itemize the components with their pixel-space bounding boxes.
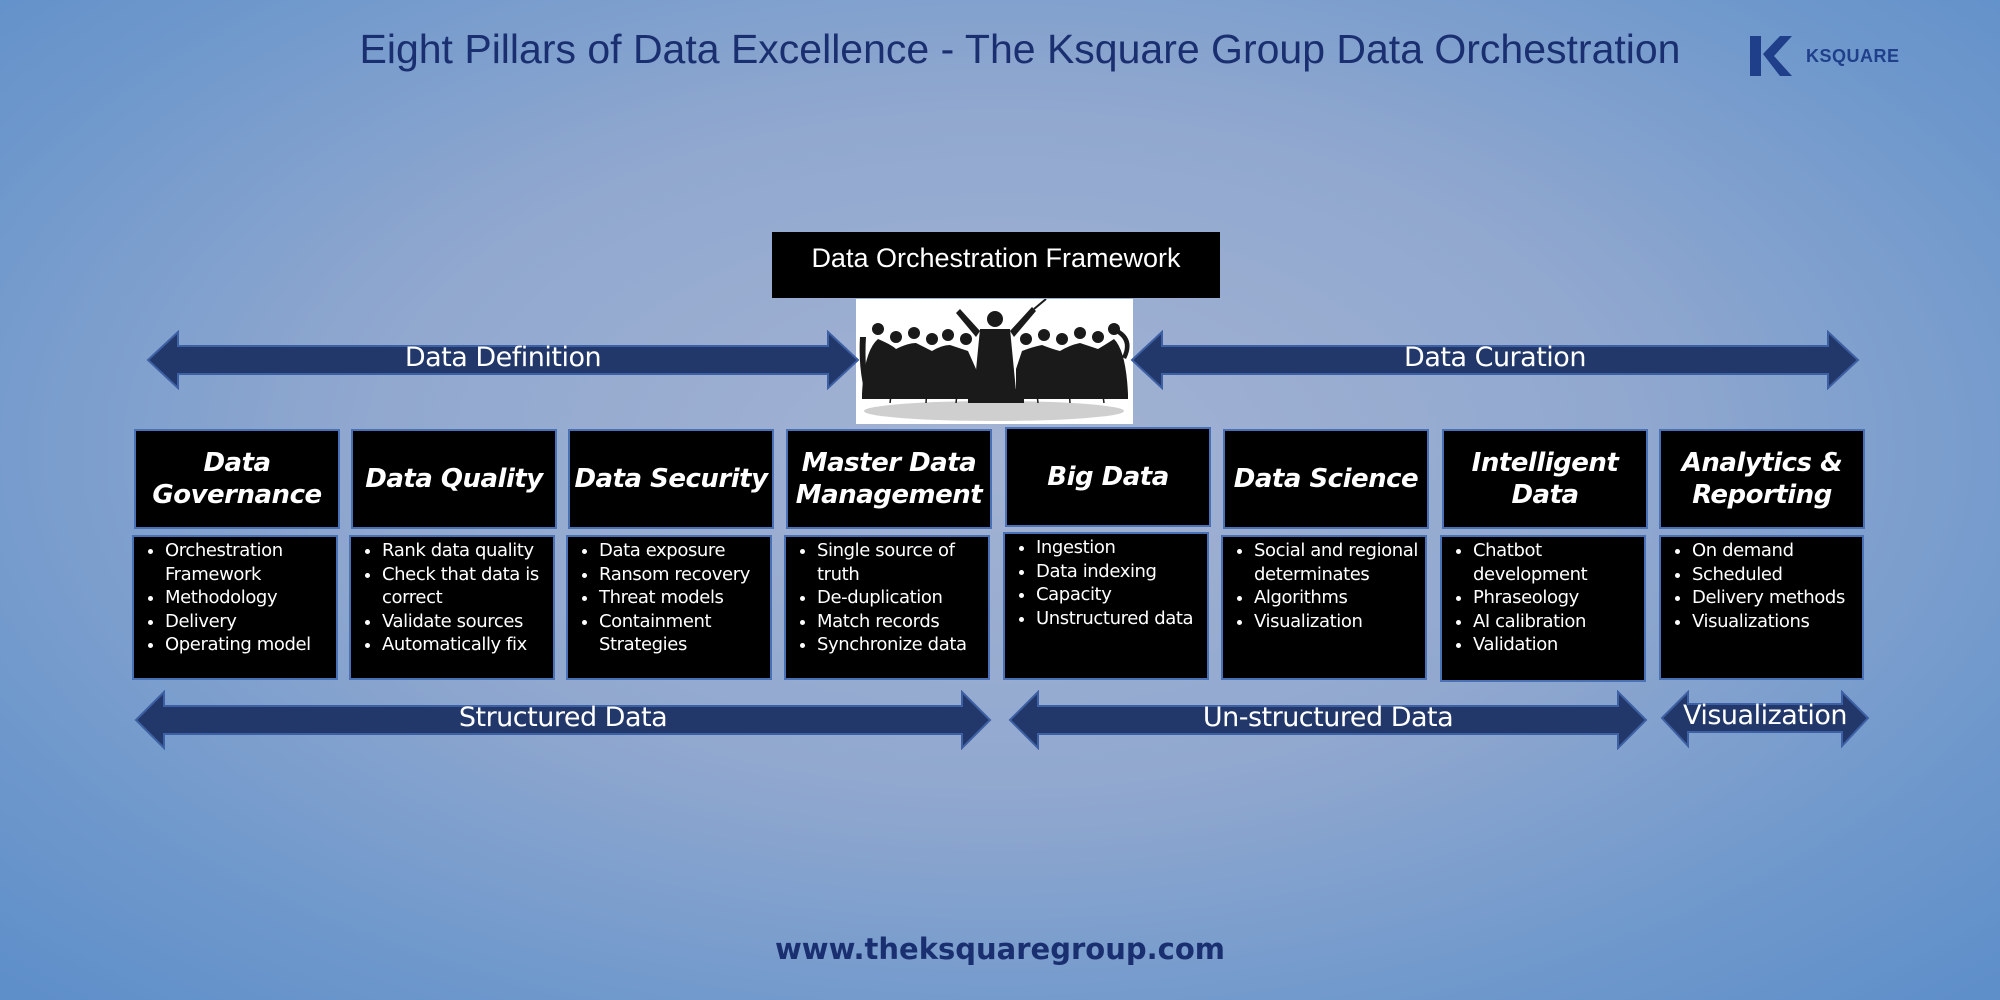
logo-text: KSQUARE (1806, 46, 1900, 66)
pillar-list-data-science: Social and regional determinates Algorit… (1221, 535, 1427, 680)
list-item: Capacity (1036, 583, 1205, 607)
list-item: Orchestration Framework (165, 539, 334, 586)
list-item: Data exposure (599, 539, 768, 563)
list-item: Chatbot development (1473, 539, 1642, 586)
page-title: Eight Pillars of Data Excellence - The K… (359, 26, 1681, 72)
list-item: Operating model (165, 633, 334, 657)
list-item: On demand (1692, 539, 1860, 563)
list-item: Data indexing (1036, 560, 1205, 584)
orchestra-image (856, 298, 1133, 424)
list-item: Unstructured data (1036, 607, 1205, 631)
list-item: Check that data is correct (382, 563, 551, 610)
ksquare-logo[interactable]: KSQUARE (1748, 34, 1988, 78)
pillar-list-big-data: Ingestion Data indexing Capacity Unstruc… (1003, 532, 1209, 680)
list-item: Ingestion (1036, 536, 1205, 560)
data-definition-arrow: Data Definition (146, 330, 860, 390)
list-item: Validation (1473, 633, 1642, 657)
list-item: Automatically fix (382, 633, 551, 657)
arrow-label: Data Curation (1404, 342, 1586, 373)
k-logo-icon (1750, 36, 1792, 76)
list-item: Delivery (165, 610, 334, 634)
list-item: Visualization (1254, 610, 1423, 634)
pillar-title-data-quality: Data Quality (351, 429, 557, 529)
list-item: Validate sources (382, 610, 551, 634)
list-item: De-duplication (817, 586, 986, 610)
pillar-list-data-quality: Rank data quality Check that data is cor… (349, 535, 555, 680)
list-item: Methodology (165, 586, 334, 610)
structured-data-arrow: Structured Data (134, 690, 992, 750)
list-item: Single source of truth (817, 539, 986, 586)
list-item: Delivery methods (1692, 586, 1860, 610)
unstructured-data-arrow: Un-structured Data (1008, 690, 1648, 750)
pillar-list-data-security: Data exposure Ransom recovery Threat mod… (566, 535, 772, 680)
list-item: Ransom recovery (599, 563, 768, 587)
list-item: Match records (817, 610, 986, 634)
arrow-label: Visualization (1682, 700, 1848, 731)
list-item: Containment Strategies (599, 610, 768, 657)
list-item: Social and regional determinates (1254, 539, 1423, 586)
pillar-title-analytics-reporting: Analytics &Reporting (1659, 429, 1865, 529)
list-item: Scheduled (1692, 563, 1860, 587)
arrow-label: Structured Data (458, 702, 668, 733)
pillar-list-data-governance: Orchestration Framework Methodology Deli… (132, 535, 338, 680)
list-item: Phraseology (1473, 586, 1642, 610)
list-item: Algorithms (1254, 586, 1423, 610)
pillar-title-data-science: Data Science (1223, 429, 1429, 529)
arrow-label: Data Definition (404, 342, 602, 373)
list-item: Rank data quality (382, 539, 551, 563)
arrow-label: Un-structured Data (1202, 702, 1454, 733)
pillar-title-data-security: Data Security (568, 429, 774, 529)
framework-box: Data Orchestration Framework (772, 232, 1220, 298)
list-item: Synchronize data (817, 633, 986, 657)
list-item: AI calibration (1473, 610, 1642, 634)
website-link[interactable]: www.theksquaregroup.com (775, 932, 1225, 966)
pillar-list-intelligent-data: Chatbot development Phraseology AI calib… (1440, 535, 1646, 682)
visualization-arrow: Visualization (1660, 690, 1870, 750)
list-item: Threat models (599, 586, 768, 610)
data-curation-arrow: Data Curation (1130, 330, 1860, 390)
pillar-list-master-data-management: Single source of truth De-duplication Ma… (784, 535, 990, 680)
pillar-title-big-data: Big Data (1005, 427, 1211, 527)
list-item: Visualizations (1692, 610, 1860, 634)
pillar-list-analytics-reporting: On demand Scheduled Delivery methods Vis… (1659, 535, 1864, 680)
